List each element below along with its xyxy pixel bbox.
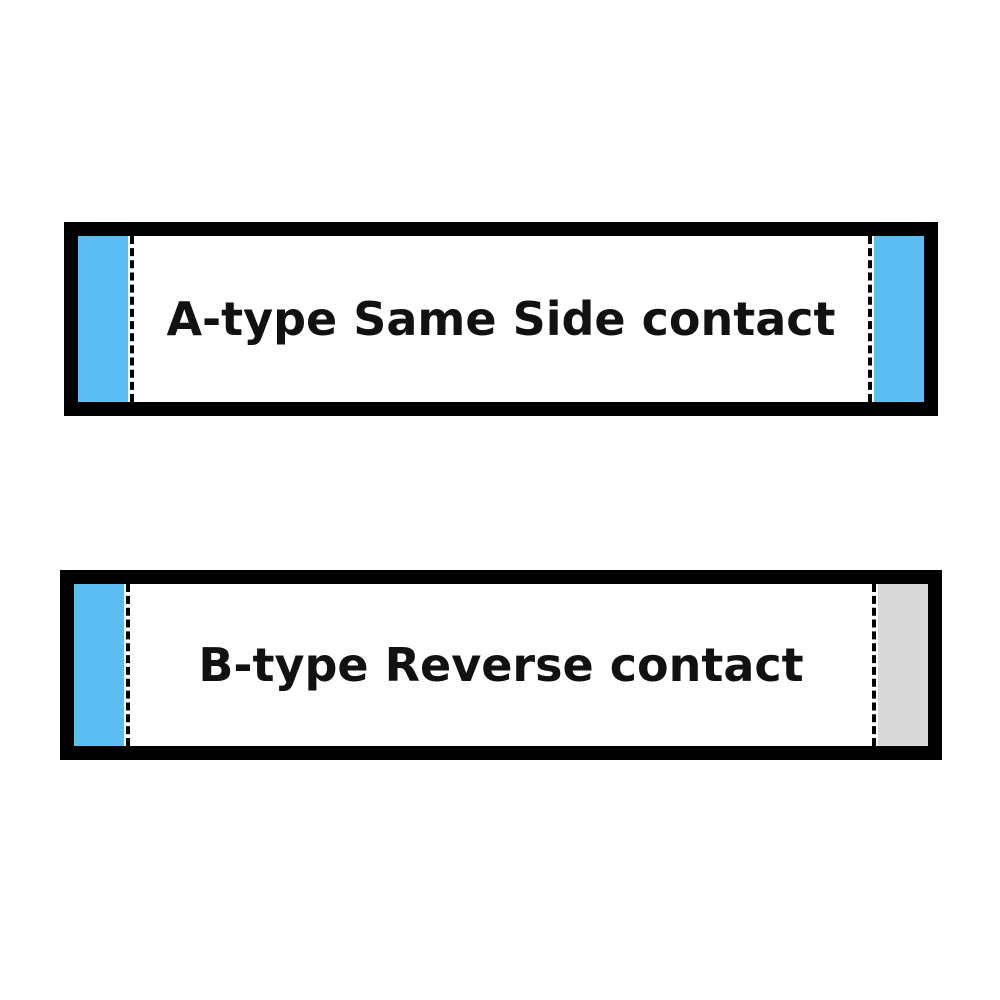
b-type-right-contact <box>878 584 928 746</box>
a-type-cable: A-type Same Side contact <box>64 222 938 416</box>
a-type-left-contact <box>78 236 128 402</box>
b-type-label: B-type Reverse contact <box>198 638 804 692</box>
b-type-cable: B-type Reverse contact <box>60 570 942 760</box>
b-type-right-fold-line <box>872 584 876 746</box>
a-type-label: A-type Same Side contact <box>166 292 836 346</box>
b-type-left-contact <box>74 584 124 746</box>
b-type-left-fold-line <box>126 584 130 746</box>
a-type-left-fold-line <box>130 236 134 402</box>
a-type-right-fold-line <box>868 236 872 402</box>
a-type-right-contact <box>874 236 924 402</box>
